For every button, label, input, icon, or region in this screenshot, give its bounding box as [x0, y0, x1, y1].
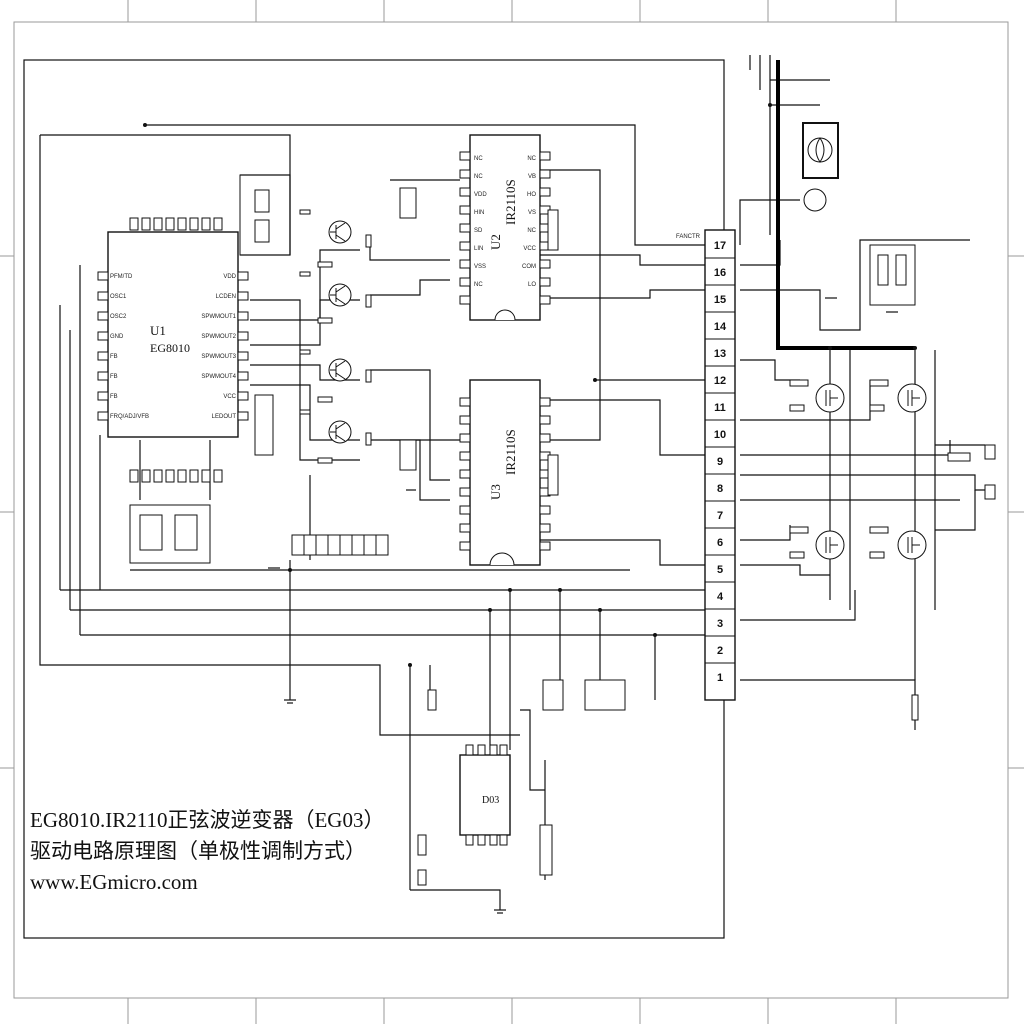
u3-ref: U3: [488, 484, 503, 500]
junctions: [143, 103, 917, 667]
u2-ref: U2: [488, 234, 503, 250]
u1-pin-l4: GND: [110, 334, 124, 340]
u1-pin-r7: VCC: [223, 394, 236, 400]
u2-pin-r8: LO: [528, 282, 536, 288]
connector-pin-11: 11: [714, 402, 726, 414]
u2-pin-l5: HIN: [474, 210, 484, 216]
u1-pin-l2: OSC1: [110, 294, 127, 300]
u1-pin-r5: SPWMOUT3: [201, 354, 236, 360]
u2-pin-r2: VB: [528, 174, 536, 180]
connector-pin-17: 17: [714, 240, 726, 252]
passive-components: [129, 174, 996, 886]
u1-pin-l5: FB: [110, 354, 118, 360]
u1-ref: U1: [150, 323, 166, 338]
u1-pin-l3: OSC2: [110, 314, 127, 320]
u2-pin-l2: NC: [474, 174, 483, 180]
u1-pin-r1: VDD: [223, 274, 236, 280]
u1-pin-r8: LEDOUT: [212, 414, 237, 420]
u2-pin-r4: VS: [528, 210, 536, 216]
u2-pin-l4: VDD: [474, 192, 487, 198]
u3-part: IR2110S: [503, 429, 518, 475]
u2-pin-r3: HO: [527, 192, 536, 198]
u2-pin-r7: COM: [522, 264, 536, 270]
u2-pin-l1: NC: [474, 156, 483, 162]
u1-pin-l1: PFM/TD: [110, 274, 133, 280]
connector-pin-16: 16: [714, 267, 726, 279]
connector-pin-14: 14: [714, 321, 727, 333]
u1-part: EG8010: [150, 341, 190, 355]
u1-pin-r4: SPWMOUT2: [201, 334, 236, 340]
connector-pin-13: 13: [714, 348, 726, 360]
u3-chip: U3 IR2110S: [459, 379, 551, 566]
connector-pin-10: 10: [714, 429, 726, 441]
u1-chip: U1 EG8010 PFM/TD OSC1 OSC2 GND FB FB FB …: [97, 217, 249, 483]
website-text: www.EGmicro.com: [30, 870, 198, 894]
ground-symbols: [268, 297, 898, 914]
transistors: [328, 188, 827, 444]
mosfets: [815, 383, 927, 560]
u1-pin-r6: SPWMOUT4: [201, 374, 236, 380]
u2-pin-r6: VCC: [523, 246, 536, 252]
title-line-1: EG8010.IR2110正弦波逆变器（EG03）: [30, 808, 385, 832]
u2-pin-l7: LIN: [474, 246, 483, 252]
fan-icon: [802, 122, 839, 179]
connector-pin-12: 12: [714, 375, 726, 387]
connector-label: FANCTR: [676, 234, 701, 240]
u1-pin-r2: LCDEN: [216, 294, 236, 300]
u1-pin-l7: FB: [110, 394, 118, 400]
u2-pin-l8: VSS: [474, 264, 486, 270]
u2-chip: U2 IR2110S NC NC VDD HIN SD LIN VSS NC N…: [459, 134, 551, 321]
connector-pin-4: 4: [717, 591, 724, 603]
connector-pin-9: 9: [717, 456, 723, 468]
title-line-2: 驱动电路原理图（单极性调制方式）: [30, 839, 366, 863]
title-block: EG8010.IR2110正弦波逆变器（EG03） 驱动电路原理图（单极性调制方…: [30, 805, 450, 898]
connector-pin-1: 1: [717, 672, 723, 684]
connector-pin-8: 8: [717, 483, 723, 495]
connector-pin-5: 5: [717, 564, 723, 576]
u2-pin-l6: SD: [474, 228, 483, 234]
connector-pin-7: 7: [717, 510, 723, 522]
connector-pin-2: 2: [717, 645, 723, 657]
u1-pin-l6: FB: [110, 374, 118, 380]
u1-pin-r3: SPWMOUT1: [201, 314, 236, 320]
u4-part: D03: [482, 795, 499, 806]
connector-pin-3: 3: [717, 618, 723, 630]
power-bus: [776, 60, 915, 350]
u4-chip: D03: [459, 744, 511, 846]
connector-j1: FANCTR 17 16 15 14 13 12 11 10 9 8 7 6 5…: [676, 229, 736, 701]
u1-pin-l8: FRQ/ADJ/VFB: [110, 414, 149, 420]
u2-pin-l9: NC: [474, 282, 483, 288]
connector-pin-6: 6: [717, 537, 723, 549]
connector-pin-15: 15: [714, 294, 726, 306]
u2-pin-r1: NC: [527, 156, 536, 162]
u2-part: IR2110S: [503, 179, 518, 225]
u2-pin-r5: NC: [527, 228, 536, 234]
